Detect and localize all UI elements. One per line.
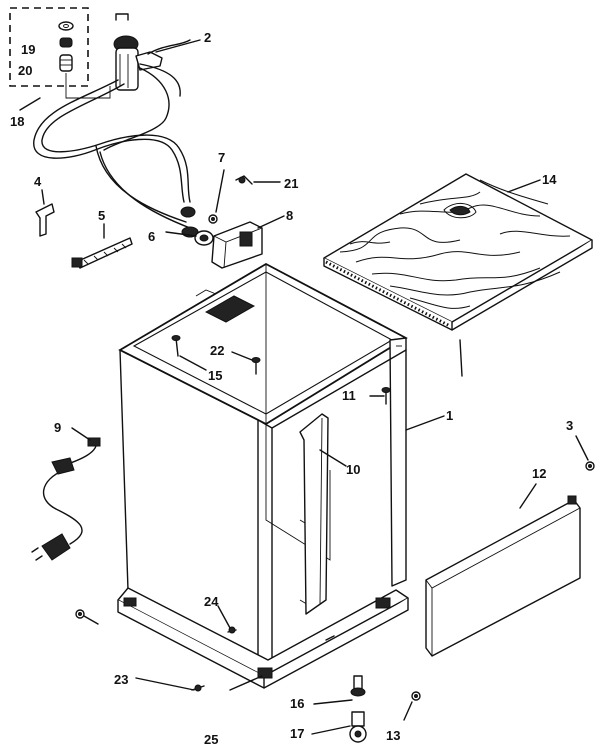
part-2-inlet-valve [113,13,191,97]
part-22-screw [251,357,261,375]
part-12-access-panel [425,495,581,657]
leader-lines [19,39,589,735]
part-23-screw-a [75,609,85,619]
part-3-screw [585,461,595,471]
part-5-tie-strap [71,237,133,269]
part-1-cabinet [117,262,409,689]
part-24-screw [227,626,237,634]
part-17-caster [349,711,367,743]
callout-6: 6 [148,229,155,244]
callout-14: 14 [542,172,557,187]
part-20-filter [59,54,73,72]
part-9-power-cord [31,437,101,561]
callout-7: 7 [218,150,225,165]
callout-1: 1 [446,408,453,423]
part-7-screw [208,214,218,224]
part-4-clip [35,203,55,237]
part-19-washer [58,21,74,48]
callout-10: 10 [346,462,360,477]
part-10-strap [299,413,329,615]
callout-9: 9 [54,420,61,435]
part-16-leveling-leg [350,675,366,697]
callout-3: 3 [566,418,573,433]
callout-13: 13 [386,728,400,743]
part-13-screw [411,691,421,701]
callout-23: 23 [114,672,128,687]
callout-11: 11 [342,388,356,403]
callout-15: 15 [208,368,222,383]
callout-24: 24 [204,594,219,609]
callout-18: 18 [10,114,24,129]
part-11-screw [381,387,391,405]
callout-5: 5 [98,208,105,223]
callout-19: 19 [21,42,35,57]
callout-4: 4 [34,174,42,189]
callout-22: 22 [210,343,224,358]
callout-25: 25 [204,732,218,747]
callout-8: 8 [286,208,293,223]
part-21-screw [235,175,253,185]
part-6-clamp [194,230,214,246]
callout-16: 16 [290,696,304,711]
part-8-bracket [211,221,263,269]
callout-2: 2 [204,30,211,45]
part-15-screw [171,335,181,357]
callout-labels: 19 20 18 2 4 5 6 7 8 21 14 1 10 11 22 15… [10,30,573,747]
fill-hose [33,67,199,238]
callout-21: 21 [284,176,298,191]
callout-17: 17 [290,726,304,741]
callout-20: 20 [18,63,32,78]
callout-12: 12 [532,466,546,481]
part-14-wood-top [323,173,593,331]
